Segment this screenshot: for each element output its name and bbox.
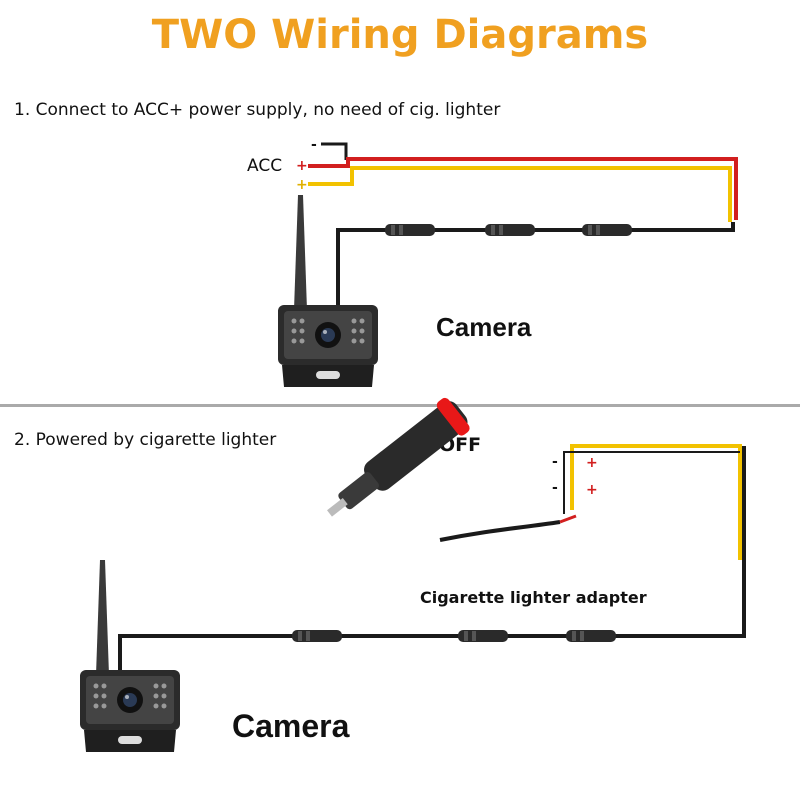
camera-icon-bottom [80,560,180,752]
acc-terminal-negative: - [311,137,317,153]
lighter-wiring [118,397,746,690]
lighter-terminal-negative-2: - [552,480,558,496]
acc-label: ACC [247,156,283,176]
lighter-terminal-negative-1: - [552,454,558,470]
camera-label-bottom: Camera [232,708,350,744]
acc-terminal-positive-yellow: + [296,177,308,193]
lighter-terminal-positive-2: + [586,482,598,498]
section2-heading: 2. Powered by cigarette lighter [14,430,277,450]
acc-terminal-positive-red: + [296,158,308,174]
acc-wiring [308,142,738,312]
camera-icon-top [278,195,378,387]
lighter-terminal-positive-1: + [586,455,598,471]
camera-label-top: Camera [436,312,532,342]
cigarette-lighter-plug-icon [327,397,470,517]
section1-heading: 1. Connect to ACC+ power supply, no need… [14,100,501,120]
page-title: TWO Wiring Diagrams [151,12,649,58]
section-divider [0,404,800,407]
adapter-label: Cigarette lighter adapter [420,588,647,607]
